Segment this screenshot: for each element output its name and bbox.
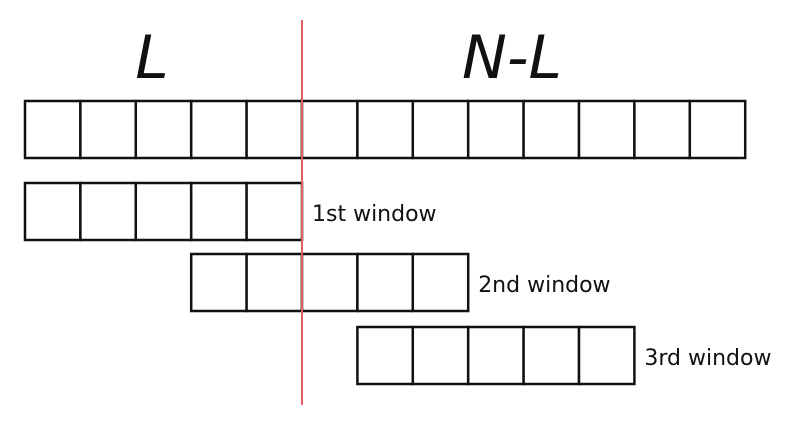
sequence-cell xyxy=(688,99,747,160)
window-cell xyxy=(79,181,138,242)
sequence-cell xyxy=(356,99,415,160)
window-cell xyxy=(577,325,636,386)
window-cell xyxy=(466,325,525,386)
sequence-cell xyxy=(633,99,692,160)
window-1: 1st window xyxy=(23,181,437,242)
window-cell xyxy=(356,325,415,386)
window-label: 1st window xyxy=(312,202,437,227)
window-cell xyxy=(245,252,304,313)
sequence-cell xyxy=(577,99,636,160)
window-cell xyxy=(134,181,193,242)
window-3: 3rd window xyxy=(356,325,771,386)
window-2: 2nd window xyxy=(189,252,611,313)
window-cell xyxy=(411,252,470,313)
sequence-cell xyxy=(466,99,525,160)
window-cell xyxy=(300,252,359,313)
sequence-cell xyxy=(23,99,82,160)
segment-label-n-minus-l: N-L xyxy=(462,23,562,93)
sequence-cell xyxy=(522,99,581,160)
sequence-cell xyxy=(245,99,304,160)
sequence-cell xyxy=(300,99,359,160)
window-cell xyxy=(245,181,304,242)
full-sequence-row xyxy=(23,99,747,160)
segment-label-l: L xyxy=(135,23,168,93)
window-cell xyxy=(189,252,248,313)
window-cell xyxy=(356,252,415,313)
window-cell xyxy=(411,325,470,386)
window-label: 3rd window xyxy=(644,346,771,371)
window-cell xyxy=(189,181,248,242)
sequence-cell xyxy=(189,99,248,160)
sequence-cell xyxy=(79,99,138,160)
sequence-cell xyxy=(411,99,470,160)
windows-group: 1st window 2nd window 3rd window xyxy=(23,181,771,386)
sequence-cell xyxy=(134,99,193,160)
window-cell xyxy=(23,181,82,242)
window-label: 2nd window xyxy=(478,273,610,298)
window-cell xyxy=(522,325,581,386)
